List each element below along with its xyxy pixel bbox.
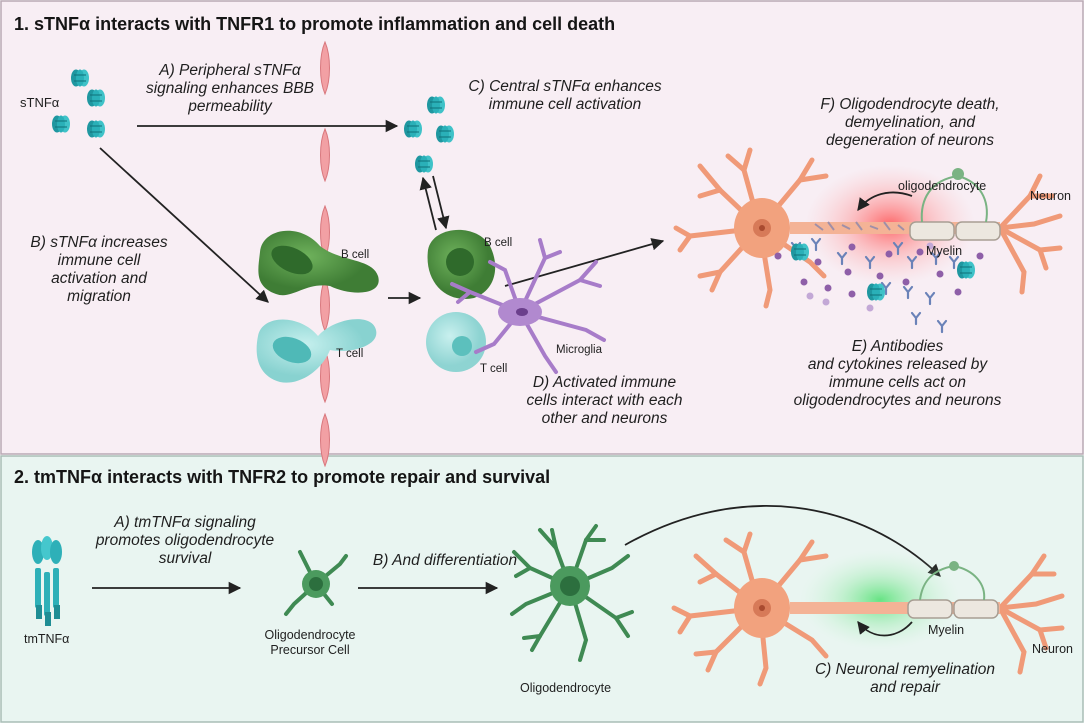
t-cell-left-shape [256, 319, 377, 383]
repair-glow [800, 550, 960, 650]
caption-2b: B) And differentiation [372, 552, 518, 569]
caption-1d: D) Activated immune cells interact with … [526, 374, 683, 427]
arrow-c-up [419, 176, 437, 231]
caption-1e: E) Antibodies and cytokines released by … [793, 338, 1002, 409]
neuron-label-2: Neuron [1032, 642, 1073, 656]
t-cell-left-label: T cell [336, 348, 364, 360]
oligodendrocyte-shape [510, 524, 634, 662]
arrow-d [504, 238, 665, 287]
neuron-label-1: Neuron [1030, 189, 1071, 203]
oligodendrocyte-label-2: Oligodendrocyte [520, 681, 612, 695]
stnfa-label: sTNFα [20, 95, 60, 110]
myelin-label-2: Myelin [928, 623, 965, 637]
b-cell-left-shape [258, 230, 379, 296]
b-cell-right-shape [427, 229, 496, 299]
arrow-b [99, 147, 269, 303]
caption-2c: C) Neuronal remyelination and repair [814, 661, 996, 696]
panel-2-title: 2. tmTNFα interacts with TNFR2 to promot… [14, 467, 551, 487]
b-cell-left-label: B cell [341, 249, 370, 261]
t-cell-right-shape [426, 312, 486, 372]
opc-shape [284, 550, 348, 616]
oligodendrocyte-label-1: oligodendrocyte [898, 179, 987, 193]
tmtnfa-label: tmTNFα [24, 632, 70, 646]
caption-1c: C) Central sTNFα enhances immune cell ac… [468, 78, 662, 113]
caption-1a: A) Peripheral sTNFα signaling enhances B… [145, 62, 315, 115]
b-cell-right-label: B cell [484, 237, 513, 249]
cytokines [774, 242, 984, 312]
neuron-panel-2-shape [671, 531, 1065, 687]
microglia-label: Microglia [556, 344, 603, 356]
arrow-2c [624, 505, 941, 577]
myelin-label-1: Myelin [926, 244, 963, 258]
caption-1b: B) sTNFα increases immune cell activatio… [30, 234, 168, 305]
caption-1f: F) Oligodendrocyte death, demyelination,… [820, 96, 1000, 149]
caption-2a: A) tmTNFα signaling promotes oligodendro… [95, 514, 275, 567]
microglia-shape [450, 238, 606, 374]
t-cell-right-label: T cell [480, 363, 508, 375]
panel-1-title: 1. sTNFα interacts with TNFR1 to promote… [14, 14, 616, 34]
tmtnfa-shape [32, 536, 62, 626]
opc-label: Oligodendrocyte Precursor Cell [264, 628, 356, 657]
arrow-c-down [432, 175, 450, 230]
